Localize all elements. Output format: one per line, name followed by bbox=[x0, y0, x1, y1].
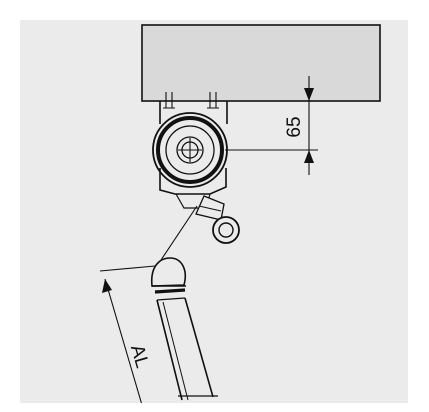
dimension-65 bbox=[225, 76, 318, 175]
dimension-al bbox=[99, 265, 156, 403]
dimension-65-label: 65 bbox=[284, 116, 305, 137]
mounting-bracket bbox=[159, 92, 228, 124]
swivel-joint bbox=[152, 112, 228, 188]
arm-tube bbox=[150, 257, 218, 401]
ceiling-beam bbox=[141, 24, 381, 102]
eye-hook bbox=[195, 195, 240, 244]
support-line bbox=[160, 205, 198, 261]
